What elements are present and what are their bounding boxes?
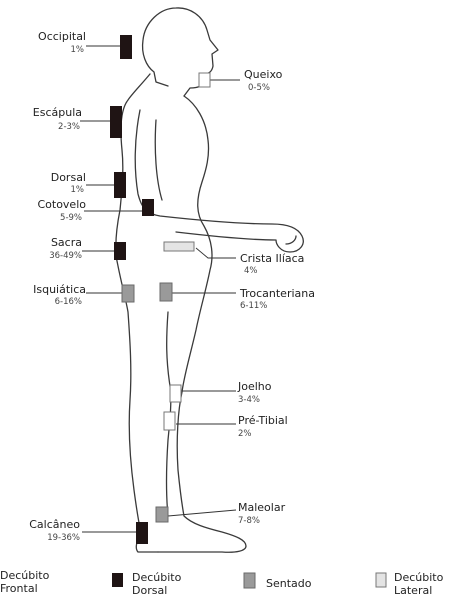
pct-trocanteriana: 6-11%	[240, 301, 267, 311]
pct-crista-iliaca: 4%	[244, 266, 258, 276]
legend-item-dorsal: Decúbito Dorsal	[112, 571, 182, 596]
legend-dorsal-line1: Decúbito	[132, 571, 182, 584]
legend-sentado-label: Sentado	[266, 577, 312, 590]
label-calcaneo: Calcâneo	[29, 518, 80, 531]
pct-pre-tibial: 2%	[238, 429, 252, 439]
pressure-markers	[110, 35, 210, 544]
marker-pre-tibial	[164, 412, 175, 430]
legend-swatch-dorsal	[112, 573, 123, 587]
legend-item-sentado: Sentado	[244, 573, 312, 590]
hand-outline	[286, 236, 296, 244]
legend: Decúbito Frontal Decúbito Dorsal Sentado…	[0, 569, 444, 596]
legend-frontal-line2: Frontal	[0, 582, 38, 595]
marker-queixo	[199, 73, 210, 87]
arm-outline	[135, 110, 303, 252]
front-outline	[158, 96, 246, 552]
label-escapula: Escápula	[33, 106, 82, 119]
label-trocanteriana: Trocanteriana	[239, 287, 315, 300]
marker-trocanteriana	[160, 283, 172, 301]
back-outline	[116, 74, 158, 552]
marker-joelho	[170, 385, 181, 402]
legend-swatch-sentado	[244, 573, 255, 588]
marker-maleolar	[156, 507, 168, 522]
legend-swatch-lateral	[376, 573, 386, 587]
marker-cotovelo	[142, 199, 154, 216]
marker-dorsal	[114, 172, 126, 198]
legend-lateral-line2: Lateral	[394, 584, 432, 596]
label-occipital: Occipital	[38, 30, 86, 43]
marker-escapula	[110, 106, 122, 138]
marker-occipital	[120, 35, 132, 59]
marker-crista-iliaca	[164, 242, 194, 251]
pct-joelho: 3-4%	[238, 395, 260, 405]
pct-dorsal: 1%	[71, 185, 85, 195]
marker-sacra	[114, 242, 126, 260]
pct-queixo: 0-5%	[248, 83, 270, 93]
pct-occipital: 1%	[71, 45, 85, 55]
label-crista-iliaca: Crista Ilíaca	[240, 252, 304, 265]
marker-isquiatica	[122, 285, 134, 302]
label-pre-tibial: Pré-Tibial	[238, 414, 288, 427]
pct-escapula: 2-3%	[58, 122, 80, 132]
pct-calcaneo: 19-36%	[47, 533, 80, 543]
label-sacra: Sacra	[51, 236, 82, 249]
marker-calcaneo	[136, 522, 148, 544]
label-cotovelo: Cotovelo	[37, 198, 86, 211]
pct-maleolar: 7-8%	[238, 516, 260, 526]
label-maleolar: Maleolar	[238, 501, 286, 514]
pct-isquiatica: 6-16%	[55, 297, 82, 307]
pct-cotovelo: 5-9%	[60, 213, 82, 223]
legend-item-frontal: Decúbito Frontal	[0, 569, 50, 595]
label-joelho: Joelho	[237, 380, 272, 393]
pct-sacra: 36-49%	[49, 251, 82, 261]
label-isquiatica: Isquiática	[33, 283, 86, 296]
label-dorsal: Dorsal	[51, 171, 86, 184]
legend-dorsal-line2: Dorsal	[132, 584, 167, 596]
label-queixo: Queixo	[244, 68, 283, 81]
legend-item-lateral: Decúbito Lateral	[376, 571, 444, 596]
arm-inner-outline	[155, 120, 162, 200]
human-figure	[116, 8, 303, 552]
legend-lateral-line1: Decúbito	[394, 571, 444, 584]
legend-frontal-line1: Decúbito	[0, 569, 50, 582]
